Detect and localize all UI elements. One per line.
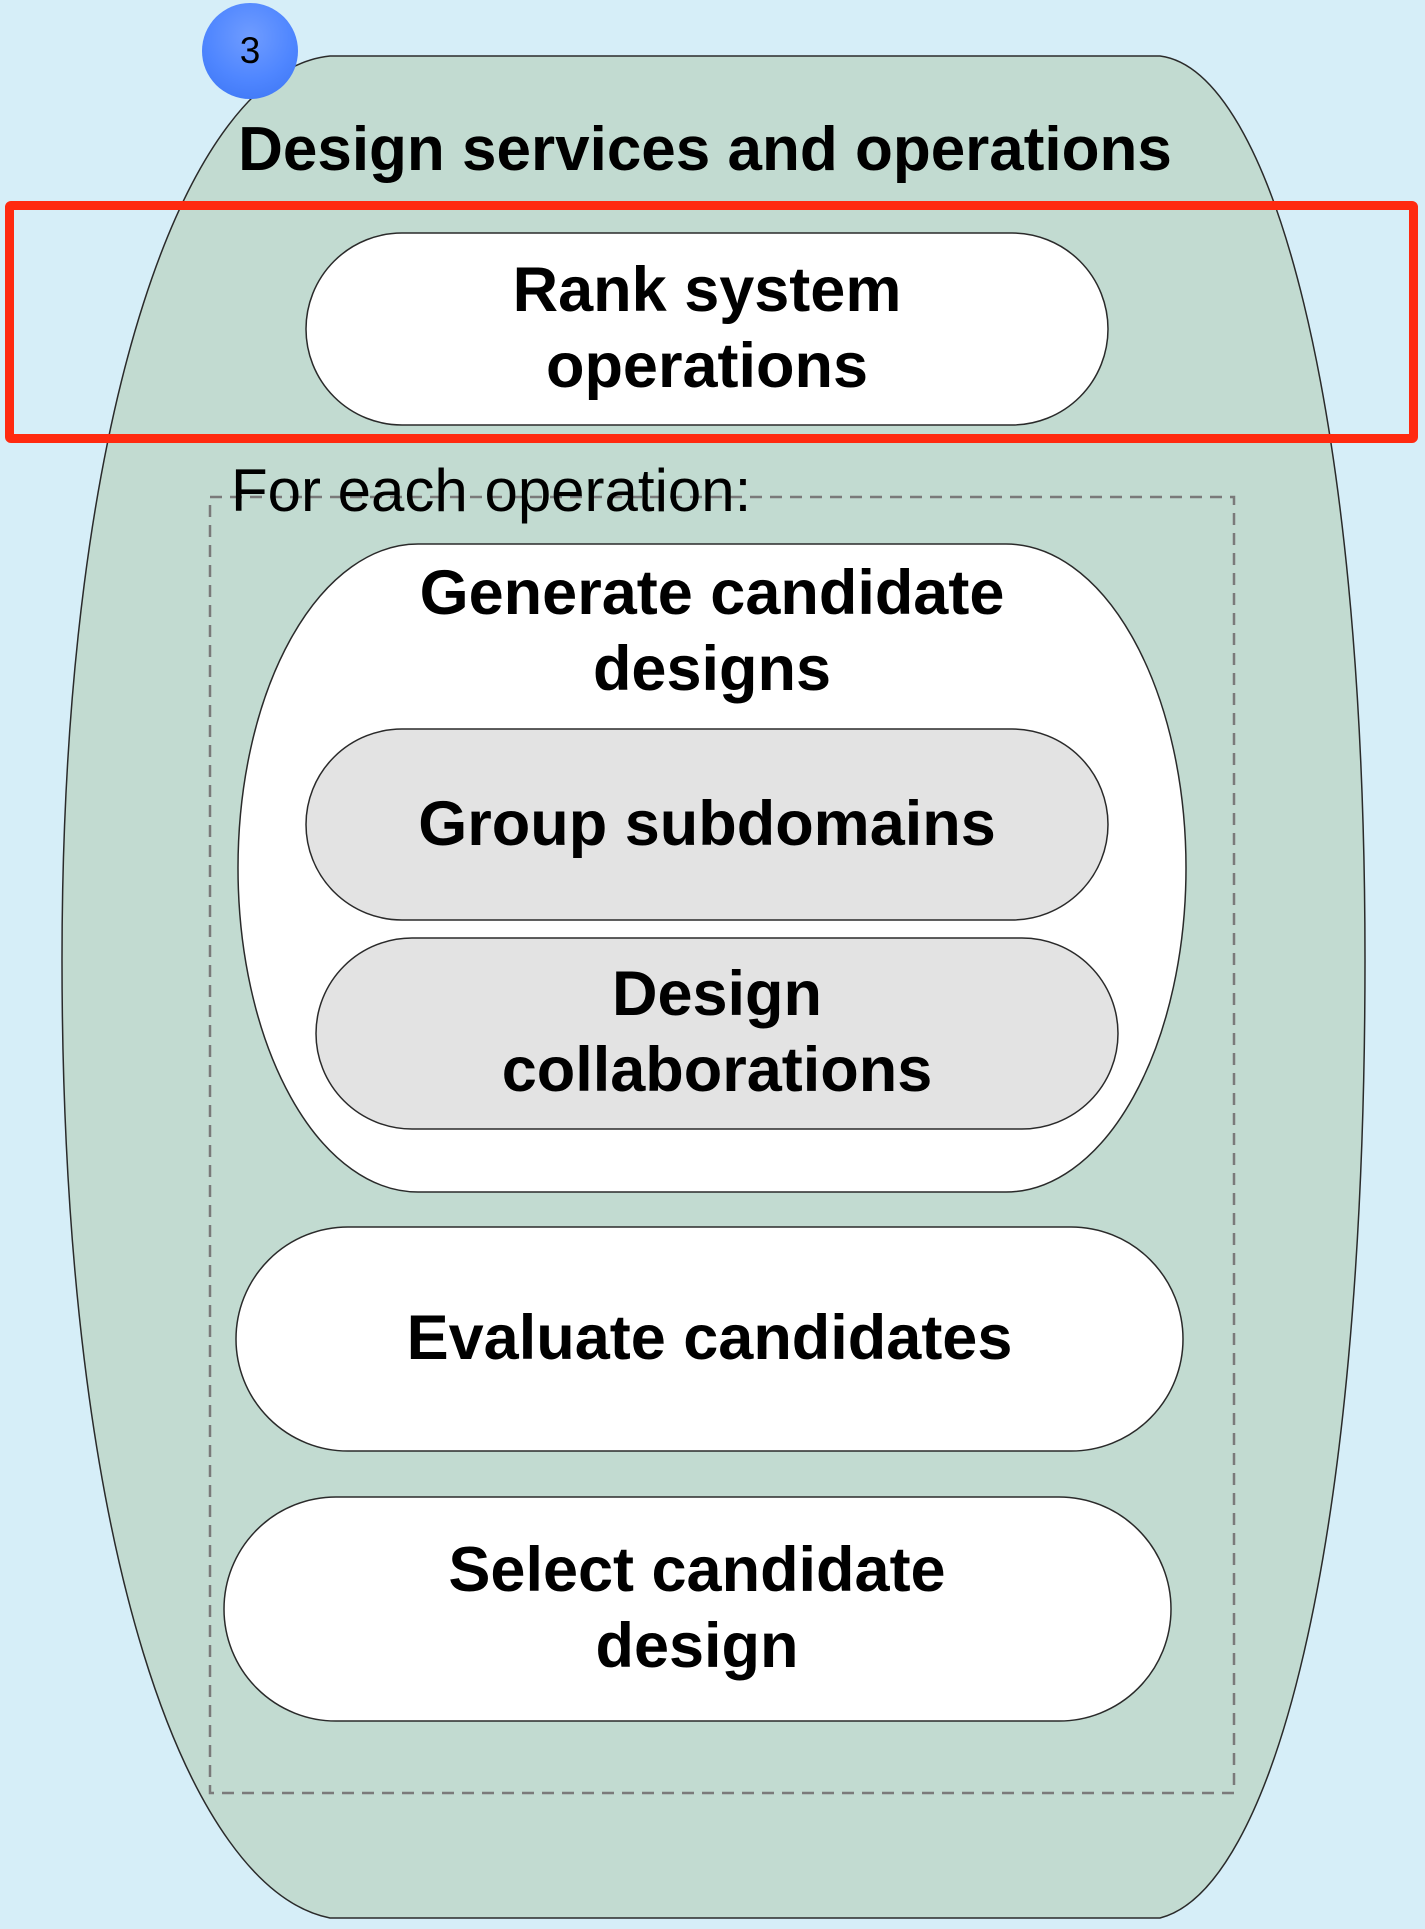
select-step-label: Select candidate design (448, 1535, 946, 1681)
collab-step-shape[interactable] (315, 937, 1119, 1130)
loop-frame (208, 495, 1236, 1795)
group-step-shape[interactable] (305, 728, 1109, 921)
stage-title: Design services and operations (238, 114, 1172, 184)
evaluate-step-shape[interactable] (235, 1226, 1184, 1452)
group-step-label: Group subdomains (418, 789, 996, 860)
generate-step-label: Generate candidate designs (419, 558, 1005, 704)
loop-label: For each operation: (231, 457, 752, 524)
evaluate-step-label: Evaluate candidates (406, 1303, 1013, 1374)
step-number-badge: 3 (202, 3, 298, 99)
collab-step-label: Design collaborations (501, 959, 933, 1105)
select-step-shape[interactable] (223, 1496, 1172, 1722)
rank-step-shape[interactable] (305, 232, 1109, 426)
step-number: 3 (239, 30, 261, 71)
rank-step-label: Rank system operations (512, 255, 902, 401)
